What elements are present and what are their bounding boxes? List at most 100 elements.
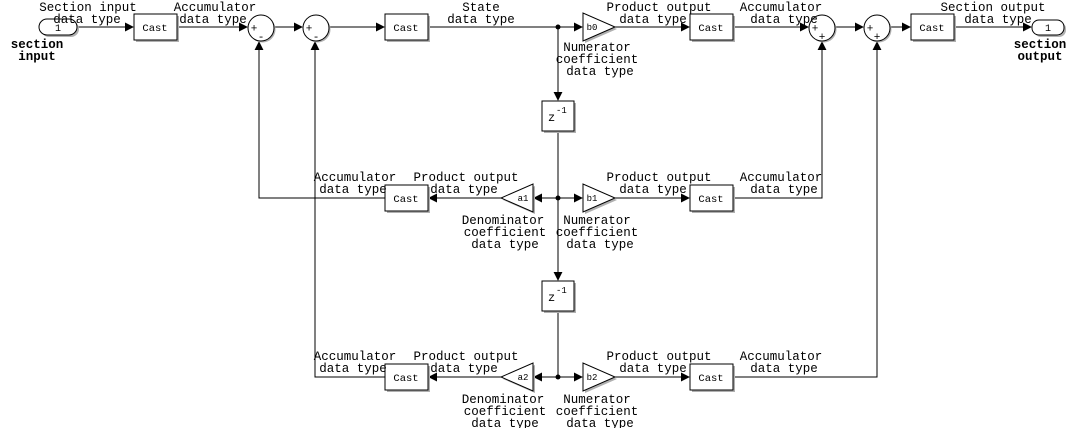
cast-rect <box>384 13 429 41</box>
annotation-line: data type <box>750 362 818 376</box>
annotation-numerator-coefficient-data-type-b1: Numerator coefficient data type <box>556 214 639 252</box>
gain-block-a1: a1 <box>499 183 535 214</box>
gain-triangle <box>582 362 617 392</box>
annotation-line: data type <box>447 13 515 27</box>
inport-block: 1 section input <box>11 18 79 64</box>
cast-label: Cast <box>698 194 723 206</box>
wire-cast-a2-to-sum2 <box>310 41 385 378</box>
cast-label: Cast <box>919 23 944 35</box>
annotation-product-output-data-type-b1: Product output data type <box>606 171 711 197</box>
annotation-section-input-data-type: Section input data type <box>39 1 137 27</box>
annotation-line: coefficient <box>556 226 639 240</box>
sum-circle <box>302 14 330 42</box>
annotation-line: data type <box>430 362 498 376</box>
annotation-line: Accumulator <box>740 1 823 15</box>
cast-block-b2: Cast <box>689 363 735 392</box>
outport-oval <box>1031 19 1065 36</box>
cast-rect <box>689 13 734 41</box>
gain-label: a2 <box>518 373 529 383</box>
annotation-line: data type <box>566 238 634 252</box>
annotation-numerator-coefficient-data-type-b2: Numerator coefficient data type <box>556 393 639 428</box>
sum-sign-left: + <box>867 24 874 36</box>
wire-cast-b2-to-sum4 <box>733 41 882 378</box>
sum-sign-left: + <box>306 24 313 36</box>
cast-label: Cast <box>393 373 418 385</box>
gain-label: a1 <box>518 194 529 204</box>
sum-sign-left: + <box>251 24 258 36</box>
annotation-line: Denominator <box>462 393 545 407</box>
gain-label: b2 <box>587 373 598 383</box>
annotation-line: Section output <box>940 1 1045 15</box>
annotation-line: coefficient <box>556 405 639 419</box>
annotation-line: data type <box>964 13 1032 27</box>
delay-exponent: -1 <box>556 106 567 116</box>
annotation-line: coefficient <box>464 226 547 240</box>
delay-rect <box>541 100 575 132</box>
cast-rect <box>384 363 429 391</box>
sum-sign-left: + <box>812 24 819 36</box>
annotation-product-output-data-type-b0: Product output data type <box>606 1 711 27</box>
junction-dot-row2 <box>555 374 561 380</box>
annotation-line: Denominator <box>462 214 545 228</box>
outport-label-line2: output <box>1017 50 1062 64</box>
delay-rect <box>541 280 575 312</box>
annotation-accumulator-data-type-b2: Accumulator data type <box>740 350 823 376</box>
cast-block-state: Cast <box>384 13 430 42</box>
cast-label: Cast <box>393 23 418 35</box>
inport-oval <box>38 18 78 36</box>
annotation-line: data type <box>179 13 247 27</box>
annotation-line: Numerator <box>563 214 631 228</box>
annotation-line: Accumulator <box>314 350 397 364</box>
gain-block-b1: b1 <box>582 183 617 214</box>
cast-block-a2: Cast <box>384 363 430 392</box>
inport-label-line1: section <box>11 38 64 52</box>
annotation-line: Numerator <box>563 393 631 407</box>
gain-label: b1 <box>587 194 598 204</box>
inport-label-line2: input <box>18 50 56 64</box>
outport-label-line1: section <box>1014 38 1067 52</box>
annotation-accumulator-data-type-a2: Accumulator data type <box>314 350 397 376</box>
delay-exponent: -1 <box>556 286 567 296</box>
gain-triangle <box>499 362 534 392</box>
annotation-line: data type <box>430 183 498 197</box>
delay-block-2: z -1 <box>541 280 576 313</box>
annotation-line: data type <box>471 238 539 252</box>
annotation-line: State <box>462 1 500 15</box>
annotation-line: data type <box>53 13 121 27</box>
cast-rect <box>689 363 734 391</box>
gain-triangle <box>582 12 617 42</box>
cast-block-a1: Cast <box>384 184 430 213</box>
annotation-line: data type <box>750 13 818 27</box>
delay-base: z <box>548 291 555 305</box>
cast-block-b0: Cast <box>689 13 735 42</box>
annotation-line: Accumulator <box>174 1 257 15</box>
wire-cast-a1-to-sum1 <box>254 41 385 199</box>
annotation-line: Product output <box>606 350 711 364</box>
annotation-section-output-data-type: Section output data type <box>940 1 1045 27</box>
annotation-accumulator-data-type-a1: Accumulator data type <box>314 171 397 197</box>
annotation-line: data type <box>566 417 634 428</box>
junction-dot-row1 <box>555 195 561 201</box>
annotation-line: data type <box>566 65 634 79</box>
cast-rect <box>689 184 734 212</box>
gain-block-b2: b2 <box>582 362 617 393</box>
annotation-line: Numerator <box>563 41 631 55</box>
cast-label: Cast <box>393 194 418 206</box>
annotation-line: Product output <box>413 171 518 185</box>
cast-label: Cast <box>698 373 723 385</box>
sum-circle <box>247 14 275 42</box>
wires <box>76 22 1032 382</box>
annotation-product-output-data-type-a1: Product output data type <box>413 171 518 197</box>
gain-block-b0: b0 <box>582 12 617 43</box>
sum-block-4: + + <box>863 14 892 44</box>
annotation-line: Accumulator <box>740 350 823 364</box>
annotation-line: coefficient <box>464 405 547 419</box>
sum-block-1: + - <box>247 14 276 44</box>
annotation-line: data type <box>471 417 539 428</box>
annotation-line: Section input <box>39 1 137 15</box>
annotation-line: Product output <box>606 171 711 185</box>
sum-circle <box>863 14 891 42</box>
outport-block: 1 section output <box>1014 19 1067 64</box>
